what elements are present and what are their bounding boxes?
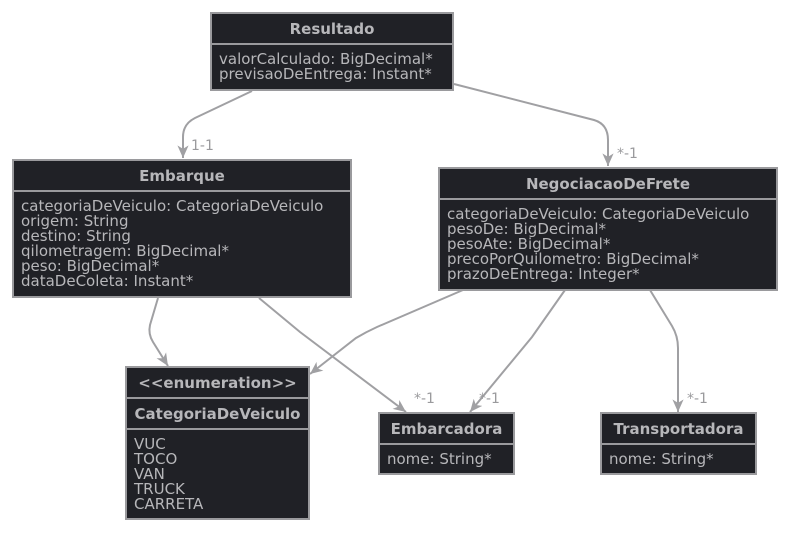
enum-value: CARRETA xyxy=(134,495,204,513)
class-resultado-attributes: valorCalculado: BigDecimal* previsaoDeEn… xyxy=(212,45,452,86)
attribute: dataDeColeta: Instant* xyxy=(21,272,194,290)
class-negociacao-de-frete-name: NegociacaoDeFrete xyxy=(440,169,776,200)
class-embarque[interactable]: Embarque categoriaDeVeiculo: CategoriaDe… xyxy=(12,159,352,298)
attribute: previsaoDeEntrega: Instant* xyxy=(219,65,432,83)
edge-negociacao-categoria xyxy=(309,289,464,375)
edge-embarque-embarcadora xyxy=(258,297,407,413)
class-embarque-attributes: categoriaDeVeiculo: CategoriaDeVeiculo o… xyxy=(14,192,350,293)
class-resultado[interactable]: Resultado valorCalculado: BigDecimal* pr… xyxy=(210,12,454,91)
attribute: categoriaDeVeiculo: CategoriaDeVeiculo xyxy=(447,205,750,223)
enum-categoria-de-veiculo-name: CategoriaDeVeiculo xyxy=(127,399,308,430)
class-embarcadora-attributes: nome: String* xyxy=(380,445,513,471)
class-transportadora-attributes: nome: String* xyxy=(602,445,755,471)
attribute: destino: String xyxy=(21,227,131,245)
attribute: valorCalculado: BigDecimal* xyxy=(219,50,433,68)
edge-negociacao-transportadora xyxy=(649,289,684,412)
multiplicity-negociacao-embarcadora: *-1 xyxy=(479,391,500,407)
attribute: origem: String xyxy=(21,212,129,230)
edge-resultado-embarque xyxy=(177,90,253,158)
class-embarque-name: Embarque xyxy=(14,161,350,192)
enum-value: TOCO xyxy=(134,450,178,468)
edge-resultado-negociacao xyxy=(453,83,614,166)
attribute: categoriaDeVeiculo: CategoriaDeVeiculo xyxy=(21,197,324,215)
attribute: precoPorQuilometro: BigDecimal* xyxy=(447,250,699,268)
enum-categoria-de-veiculo-values: VUC TOCO VAN TRUCK CARRETA xyxy=(127,430,308,516)
class-transportadora[interactable]: Transportadora nome: String* xyxy=(600,412,757,475)
enum-value: TRUCK xyxy=(134,480,185,498)
attribute: nome: String* xyxy=(609,450,714,468)
multiplicity-resultado-negociacao: *-1 xyxy=(617,146,638,162)
attribute: prazoDeEntrega: Integer* xyxy=(447,265,640,283)
class-resultado-name: Resultado xyxy=(212,14,452,45)
enum-value: VUC xyxy=(134,435,166,453)
edge-embarque-categoria xyxy=(148,297,169,367)
class-embarcadora[interactable]: Embarcadora nome: String* xyxy=(378,412,515,475)
enum-categoria-de-veiculo[interactable]: <<enumeration>> CategoriaDeVeiculo VUC T… xyxy=(125,366,310,520)
multiplicity-embarque-embarcadora: *-1 xyxy=(414,391,435,407)
enum-stereotype: <<enumeration>> xyxy=(127,368,308,399)
class-transportadora-name: Transportadora xyxy=(602,414,755,445)
multiplicity-resultado-embarque: 1-1 xyxy=(191,138,214,154)
class-negociacao-de-frete-attributes: categoriaDeVeiculo: CategoriaDeVeiculo p… xyxy=(440,200,776,286)
attribute: qilometragem: BigDecimal* xyxy=(21,242,229,260)
attribute: peso: BigDecimal* xyxy=(21,257,160,275)
attribute: pesoAte: BigDecimal* xyxy=(447,235,611,253)
attribute: pesoDe: BigDecimal* xyxy=(447,220,606,238)
multiplicity-negociacao-transportadora: *-1 xyxy=(687,391,708,407)
enum-value: VAN xyxy=(134,465,165,483)
edge-negociacao-embarcadora xyxy=(469,289,566,413)
class-negociacao-de-frete[interactable]: NegociacaoDeFrete categoriaDeVeiculo: Ca… xyxy=(438,167,778,291)
class-embarcadora-name: Embarcadora xyxy=(380,414,513,445)
attribute: nome: String* xyxy=(387,450,492,468)
